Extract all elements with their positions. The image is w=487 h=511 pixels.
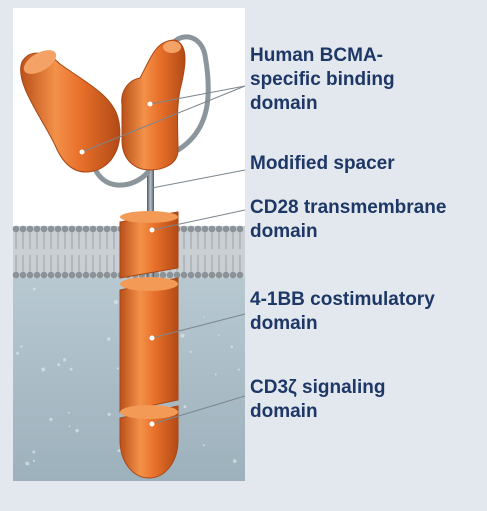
costimulatory-helix [119,277,179,413]
label-line: 4-1BB costimulatory [250,289,435,310]
signaling-cap [119,405,179,479]
label-line: CD28 transmembrane [250,197,447,218]
label-line: domain [250,313,318,334]
label-line: Human BCMA- [250,45,383,66]
label-line: CD3ζ signaling [250,377,386,398]
label-costimulatory-domain: 4-1BB costimulatory domain [250,288,435,336]
label-spacer: Modified spacer [250,152,395,176]
label-line: domain [250,93,318,114]
binding-domain-right-lobe [121,39,186,171]
label-binding-domain: Human BCMA- specific binding domain [250,44,395,116]
label-line: domain [250,221,318,242]
label-transmembrane-domain: CD28 transmembrane domain [250,196,446,244]
leader-lines [81,85,246,425]
anchor-dots [79,101,155,427]
label-line: Modified spacer [250,153,395,174]
label-signaling-domain: CD3ζ signaling domain [250,376,385,424]
label-line: domain [250,401,318,422]
binding-domain-left-lobe [20,52,121,173]
label-line: specific binding [250,69,395,90]
